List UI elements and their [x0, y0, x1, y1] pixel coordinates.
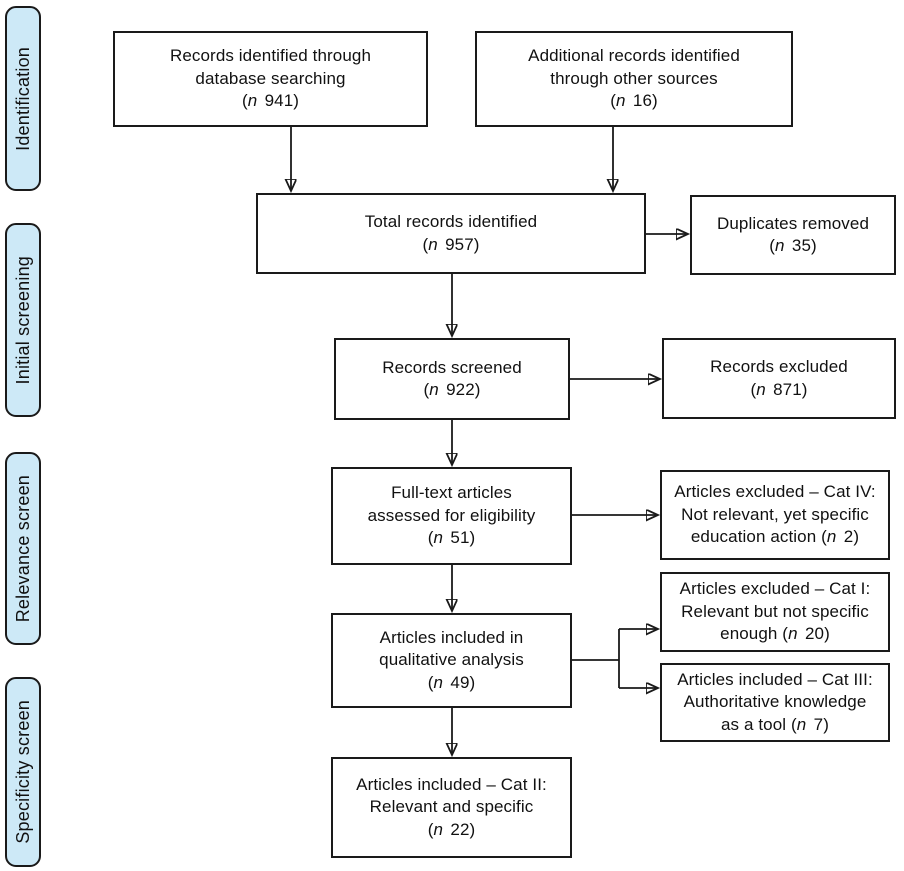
- node-count: (n 51): [427, 528, 476, 548]
- node-line: Articles included in: [379, 627, 524, 647]
- node-articles-included-cat2: Articles included – Cat II: Relevant and…: [331, 757, 572, 858]
- node-count: as a tool (n 7): [721, 714, 829, 734]
- node-count: (n 22): [427, 819, 476, 839]
- node-count: (n 957): [422, 234, 480, 254]
- stage-label-initial-screening: Initial screening: [5, 223, 41, 417]
- node-count: (n 871): [750, 379, 808, 399]
- node-line: through other sources: [550, 68, 718, 88]
- node-line: Relevant but not specific: [681, 601, 869, 621]
- node-fulltext-assessed: Full-text articles assessed for eligibil…: [331, 467, 572, 565]
- node-count: enough (n 20): [720, 624, 830, 644]
- node-additional-records-other-sources: Additional records identified through ot…: [475, 31, 793, 127]
- stage-label-identification: Identification: [5, 6, 41, 191]
- stage-label-text: Identification: [12, 46, 33, 151]
- node-line: Records screened: [382, 357, 522, 377]
- node-articles-excluded-cat1: Articles excluded – Cat I: Relevant but …: [660, 572, 890, 652]
- stage-label-text: Initial screening: [12, 255, 33, 385]
- node-duplicates-removed: Duplicates removed (n 35): [690, 195, 896, 275]
- node-line: database searching: [195, 68, 346, 88]
- node-line: assessed for eligibility: [367, 505, 536, 525]
- node-articles-excluded-cat4: Articles excluded – Cat IV: Not relevant…: [660, 470, 890, 560]
- node-line: Articles excluded – Cat IV:: [674, 482, 876, 502]
- node-line: Records identified through: [169, 46, 372, 66]
- node-count: (n 35): [769, 236, 817, 255]
- node-records-screened: Records screened (n 922): [334, 338, 570, 420]
- node-line: qualitative analysis: [379, 650, 524, 670]
- node-line: Duplicates removed: [716, 213, 870, 233]
- node-articles-included-cat3: Articles included – Cat III: Authoritati…: [660, 663, 890, 742]
- node-line: Records excluded: [710, 357, 848, 376]
- node-count: (n 922): [423, 380, 481, 399]
- stage-label-relevance-screen: Relevance screen: [5, 452, 41, 645]
- node-line: Authoritative knowledge: [683, 692, 867, 712]
- stage-label-specificity-screen: Specificity screen: [5, 677, 41, 867]
- node-count: (n 941): [241, 91, 300, 111]
- node-line: Articles excluded – Cat I:: [679, 579, 871, 599]
- node-line: Full-text articles: [391, 483, 512, 503]
- stage-label-text: Relevance screen: [12, 474, 33, 623]
- node-records-excluded: Records excluded (n 871): [662, 338, 896, 419]
- node-count: (n 49): [427, 672, 476, 692]
- node-line: Articles included – Cat III:: [677, 669, 873, 689]
- node-articles-included-qualitative: Articles included in qualitative analysi…: [331, 613, 572, 708]
- node-line: Articles included – Cat II:: [356, 774, 547, 794]
- node-line: Additional records identified: [528, 46, 740, 66]
- stage-label-text: Specificity screen: [12, 700, 33, 844]
- node-total-records-identified: Total records identified (n 957): [256, 193, 646, 274]
- node-count: (n 16): [610, 91, 658, 111]
- node-line: Relevant and specific: [369, 797, 534, 817]
- node-line: Not relevant, yet specific: [681, 504, 869, 524]
- node-count: education action (n 2): [690, 527, 860, 547]
- node-records-identified-database: Records identified through database sear…: [113, 31, 428, 127]
- node-line: Total records identified: [364, 212, 538, 231]
